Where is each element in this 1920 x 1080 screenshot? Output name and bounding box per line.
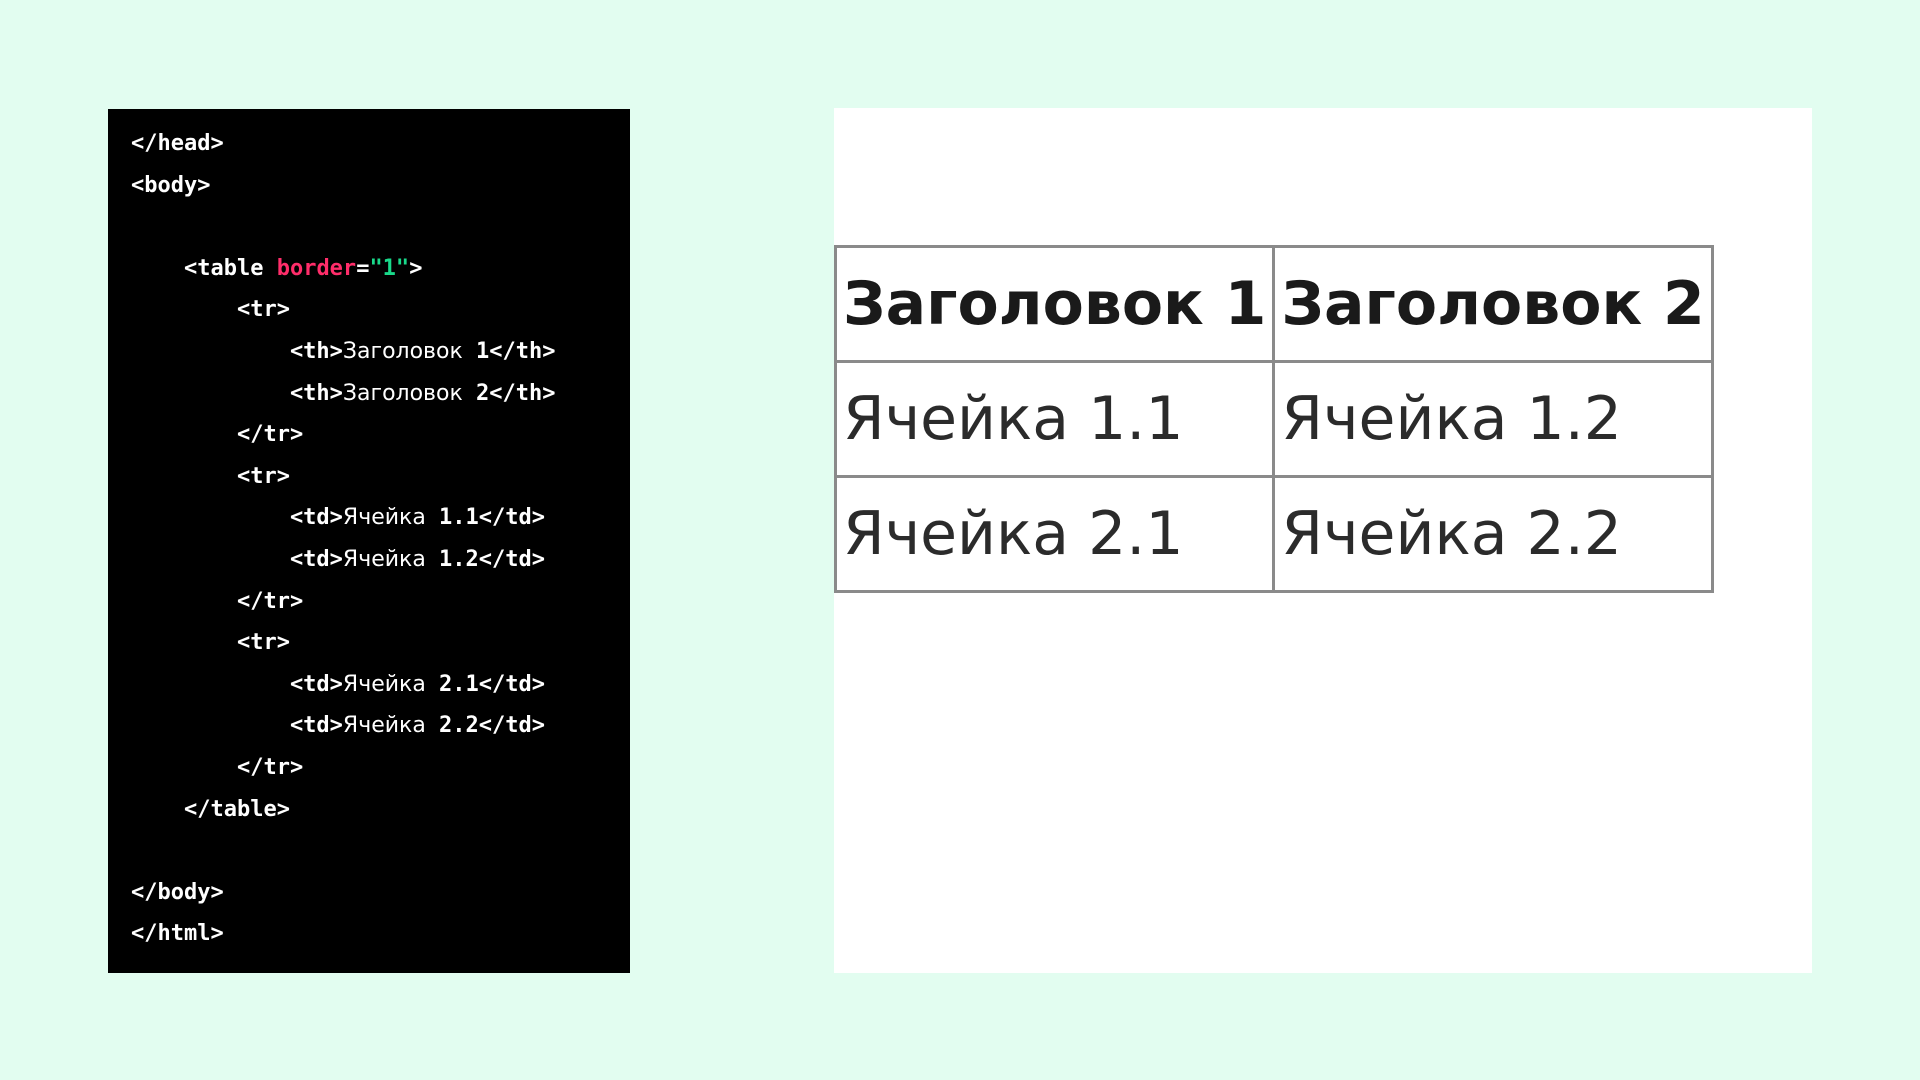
table-header-cell: Заголовок 2 bbox=[1272, 245, 1714, 363]
code-token: 1.2</td> bbox=[425, 546, 546, 572]
code-token: <tr> bbox=[131, 297, 290, 323]
code-token: </tr> bbox=[131, 422, 304, 448]
code-token: <th> bbox=[131, 380, 343, 406]
code-token: <th> bbox=[131, 338, 343, 364]
code-line: <td>Ячейка 2.1</td> bbox=[131, 664, 630, 706]
code-token: Ячейка bbox=[342, 713, 426, 739]
code-line: <table border="1"> bbox=[131, 248, 630, 290]
code-token: <table bbox=[131, 255, 277, 281]
code-line: </body> bbox=[131, 872, 630, 914]
code-line: <tr> bbox=[131, 622, 630, 664]
code-token: <td> bbox=[131, 546, 343, 572]
code-token: </head> bbox=[131, 131, 224, 156]
code-token: </body> bbox=[131, 879, 224, 905]
code-line: <tr> bbox=[131, 456, 630, 498]
code-line: <td>Ячейка 2.2</td> bbox=[131, 705, 630, 747]
code-token: </html> bbox=[131, 921, 224, 947]
code-token: Заголовок bbox=[342, 380, 463, 406]
code-token: <tr> bbox=[131, 463, 290, 489]
code-token: </tr> bbox=[131, 588, 304, 614]
code-token: Ячейка bbox=[342, 546, 426, 572]
code-line bbox=[131, 830, 630, 872]
code-token: = bbox=[356, 255, 370, 281]
code-token: 1.1</td> bbox=[425, 505, 546, 531]
code-token: 2.2</td> bbox=[425, 713, 546, 739]
code-line: <th>Заголовок 2</th> bbox=[131, 373, 630, 415]
code-token: "1" bbox=[369, 255, 410, 281]
table-cell: Ячейка 1.1 bbox=[834, 360, 1276, 478]
rendered-table: Заголовок 1 Заголовок 2 Ячейка 1.1 Ячейк… bbox=[834, 245, 1714, 593]
table-cell: Ячейка 2.2 bbox=[1272, 475, 1714, 593]
code-token: <td> bbox=[131, 671, 343, 697]
table-header-cell: Заголовок 1 bbox=[834, 245, 1276, 363]
table-row: Ячейка 1.1 Ячейка 1.2 bbox=[834, 360, 1714, 478]
code-line: </tr> bbox=[131, 581, 630, 623]
code-token: 1</th> bbox=[462, 338, 556, 364]
code-line: <body> bbox=[131, 165, 630, 207]
code-line: </html> bbox=[131, 913, 630, 955]
code-token: 2</th> bbox=[462, 380, 556, 406]
code-token: Ячейка bbox=[342, 671, 426, 697]
table-header-row: Заголовок 1 Заголовок 2 bbox=[834, 245, 1714, 363]
table-cell: Ячейка 1.2 bbox=[1272, 360, 1714, 478]
code-token: </table> bbox=[131, 796, 290, 822]
code-token: 2.1</td> bbox=[425, 671, 546, 697]
code-token: Ячейка bbox=[342, 505, 426, 531]
code-token: </tr> bbox=[131, 754, 304, 780]
table-cell: Ячейка 2.1 bbox=[834, 475, 1276, 593]
code-token: <td> bbox=[131, 713, 343, 739]
code-line bbox=[131, 206, 630, 248]
code-token: <tr> bbox=[131, 630, 290, 656]
code-line: <tr> bbox=[131, 289, 630, 331]
code-line: </head> bbox=[131, 123, 630, 165]
code-panel: </head> <body> <table border="1"> <tr> <t… bbox=[108, 109, 630, 973]
code-token: <body> bbox=[131, 172, 211, 198]
code-line: </tr> bbox=[131, 747, 630, 789]
code-token: > bbox=[409, 255, 423, 281]
code-token: Заголовок bbox=[342, 338, 463, 364]
code-line: </tr> bbox=[131, 414, 630, 456]
code-line: <td>Ячейка 1.1</td> bbox=[131, 497, 630, 539]
code-token: border bbox=[276, 255, 357, 281]
code-line: <td>Ячейка 1.2</td> bbox=[131, 539, 630, 581]
code-line: </table> bbox=[131, 789, 630, 831]
code-token: <td> bbox=[131, 505, 343, 531]
preview-panel: Заголовок 1 Заголовок 2 Ячейка 1.1 Ячейк… bbox=[834, 108, 1812, 973]
table-row: Ячейка 2.1 Ячейка 2.2 bbox=[834, 475, 1714, 593]
code-line: <th>Заголовок 1</th> bbox=[131, 331, 630, 373]
